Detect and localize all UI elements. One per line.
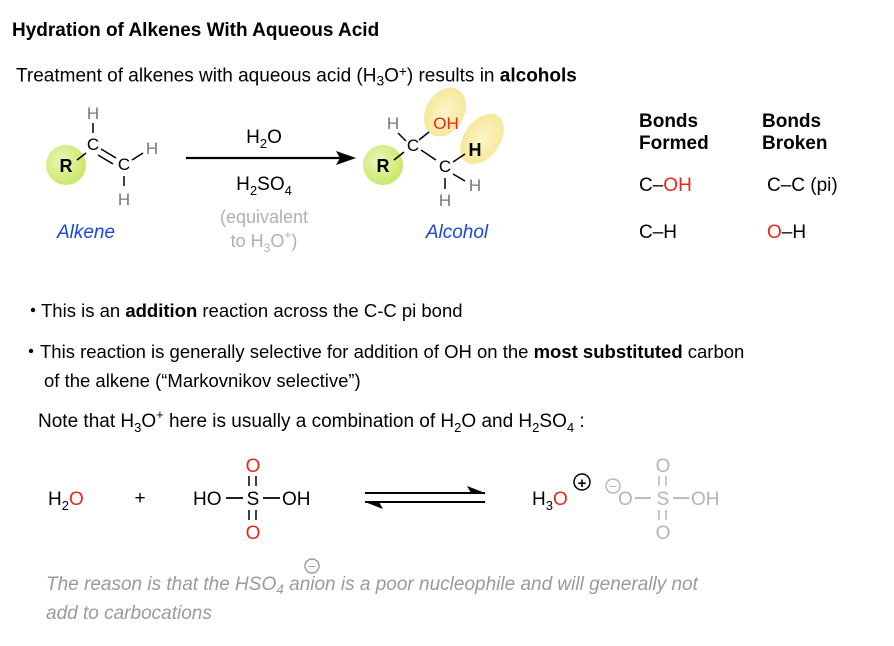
alcohol-bond-c2-h-right bbox=[452, 173, 466, 182]
alkene-bond-r-c1 bbox=[76, 152, 87, 161]
alcohol-bond-c1-o bbox=[418, 131, 430, 141]
reason-negative-charge-circle bbox=[304, 558, 320, 574]
bullet-1: This is an addition reaction across the … bbox=[41, 300, 463, 321]
alcohol-c2-atom: C bbox=[439, 157, 451, 176]
bonds-table: Bonds Formed Bonds Broken C–OH C–H C–C (… bbox=[639, 111, 838, 243]
eq-hydronium: H3O bbox=[532, 489, 568, 513]
eq-acid-o-top: O bbox=[246, 456, 261, 477]
intro-sub: 3 bbox=[376, 73, 385, 89]
bonds-formed-header-2: Formed bbox=[639, 133, 709, 154]
alcohol-bond-c2-h-new bbox=[452, 153, 466, 163]
eq-bisulfate-o-bottom: O bbox=[656, 523, 671, 544]
bullet-list: This is an addition reaction across the … bbox=[28, 300, 744, 391]
reason-text: The reason is that the HSO4 anion is a p… bbox=[46, 573, 846, 626]
alcohol-h-new: H bbox=[469, 140, 482, 160]
bullet-2-line1: This reaction is generally selective for… bbox=[40, 341, 744, 362]
note-text: Note that H3O+ here is usually a combina… bbox=[38, 407, 585, 435]
eq-acid-oh: OH bbox=[282, 489, 311, 510]
alcohol-h-right: H bbox=[469, 176, 481, 195]
alkene-double-bond-b bbox=[97, 154, 114, 165]
bonds-broken-header-1: Bonds bbox=[762, 111, 821, 132]
alcohol-label: Alcohol bbox=[425, 222, 489, 243]
eq-water: H2O bbox=[48, 489, 84, 513]
reason-post: anion is a poor nucleophile and will gen… bbox=[283, 574, 698, 595]
intro-text: Treatment of alkenes with aqueous acid (… bbox=[16, 64, 577, 89]
alcohol-h-top: H bbox=[387, 114, 399, 133]
r-group-highlight bbox=[46, 145, 86, 185]
equilibrium-scheme: H2O + O HO S OH O H3O + − bbox=[48, 456, 720, 544]
eq-bisulfate-s: S bbox=[657, 489, 670, 510]
alkene-bond-c2-h-right bbox=[131, 152, 144, 161]
bullet-dot-1 bbox=[30, 307, 36, 313]
intro-sup: + bbox=[398, 64, 407, 79]
intro-text-after: ) results in bbox=[406, 65, 500, 87]
alcohol-oh-group: OH bbox=[433, 114, 459, 133]
oh-highlight bbox=[424, 87, 466, 137]
alcohol-r-atom: R bbox=[377, 156, 390, 176]
eq-arrow-reverse-head bbox=[365, 502, 383, 509]
reason-sub: 4 bbox=[276, 581, 284, 597]
eq-positive-charge-circle bbox=[573, 473, 591, 491]
alcohol-h-bottom: H bbox=[439, 191, 451, 210]
reason-pre: The reason is that the HSO bbox=[46, 574, 277, 595]
bullet-2-line2: of the alkene (“Markovnikov selective”) bbox=[44, 370, 361, 391]
reagent-note-line2: to H3O+) bbox=[231, 228, 298, 255]
h-highlight bbox=[460, 113, 504, 165]
eq-positive-charge: + bbox=[578, 475, 587, 492]
alkene-c2-atom: C bbox=[118, 155, 130, 174]
bond-formed-c-oh: C–OH bbox=[639, 175, 692, 196]
alcohol-bond-r-c1 bbox=[393, 151, 405, 161]
alcohol-r-group-highlight bbox=[363, 145, 403, 185]
intro-text-before: Treatment of alkenes with aqueous acid (… bbox=[16, 65, 377, 87]
reason-line-1: The reason is that the HSO4 anion is a p… bbox=[46, 573, 846, 602]
bonds-formed-header-1: Bonds bbox=[639, 111, 698, 132]
bullet-dot-2 bbox=[28, 348, 34, 354]
bond-broken-o-h: O–H bbox=[767, 222, 806, 243]
reaction-arrow-head bbox=[336, 151, 356, 165]
alkene-label: Alkene bbox=[56, 222, 115, 243]
alcohol-c1-atom: C bbox=[407, 136, 419, 155]
eq-plus: + bbox=[134, 488, 145, 509]
alkene-h-top: H bbox=[87, 104, 99, 123]
intro-o: O bbox=[384, 65, 399, 87]
alcohol-bond-c1-c2 bbox=[420, 149, 437, 161]
eq-bisulfate-o-top: O bbox=[656, 456, 671, 477]
eq-bisulfate-oh: OH bbox=[691, 489, 720, 510]
eq-negative-charge-circle bbox=[605, 478, 621, 494]
alkene-c1-atom: C bbox=[87, 135, 99, 154]
intro-bold: alcohols bbox=[499, 65, 577, 87]
alcohol-structure: R C H OH C H H H bbox=[363, 87, 504, 210]
eq-acid-o-bottom: O bbox=[246, 523, 261, 544]
reaction-reagents: H2O H2SO4 (equivalent to H3O+) bbox=[186, 127, 356, 255]
alcohol-bond-c1-h bbox=[397, 132, 407, 142]
eq-bisulfate-o-left: O bbox=[618, 489, 633, 510]
eq-acid-s: S bbox=[247, 489, 260, 510]
alkene-h-bottom: H bbox=[118, 190, 130, 209]
reagent-sulfuric-acid: H2SO4 bbox=[236, 174, 292, 198]
bond-broken-c-c-pi: C–C (pi) bbox=[767, 175, 838, 196]
reagent-note-line1: (equivalent bbox=[220, 207, 308, 227]
reason-negative-charge: − bbox=[308, 558, 316, 574]
alkene-r-atom: R bbox=[60, 156, 73, 176]
alkene-double-bond-a bbox=[100, 148, 117, 159]
reagent-water: H2O bbox=[246, 127, 282, 151]
eq-arrow-forward-head bbox=[467, 486, 485, 493]
reason-line-2: add to carbocations bbox=[46, 602, 212, 624]
bond-formed-c-h: C–H bbox=[639, 222, 677, 243]
page-title: Hydration of Alkenes With Aqueous Acid bbox=[12, 20, 380, 41]
alkene-h-right: H bbox=[146, 139, 158, 158]
alkene-structure: R H C C H H bbox=[46, 104, 158, 209]
bonds-broken-header-2: Broken bbox=[762, 133, 827, 154]
eq-acid-ho: HO bbox=[193, 489, 222, 510]
eq-negative-charge: − bbox=[609, 478, 617, 494]
